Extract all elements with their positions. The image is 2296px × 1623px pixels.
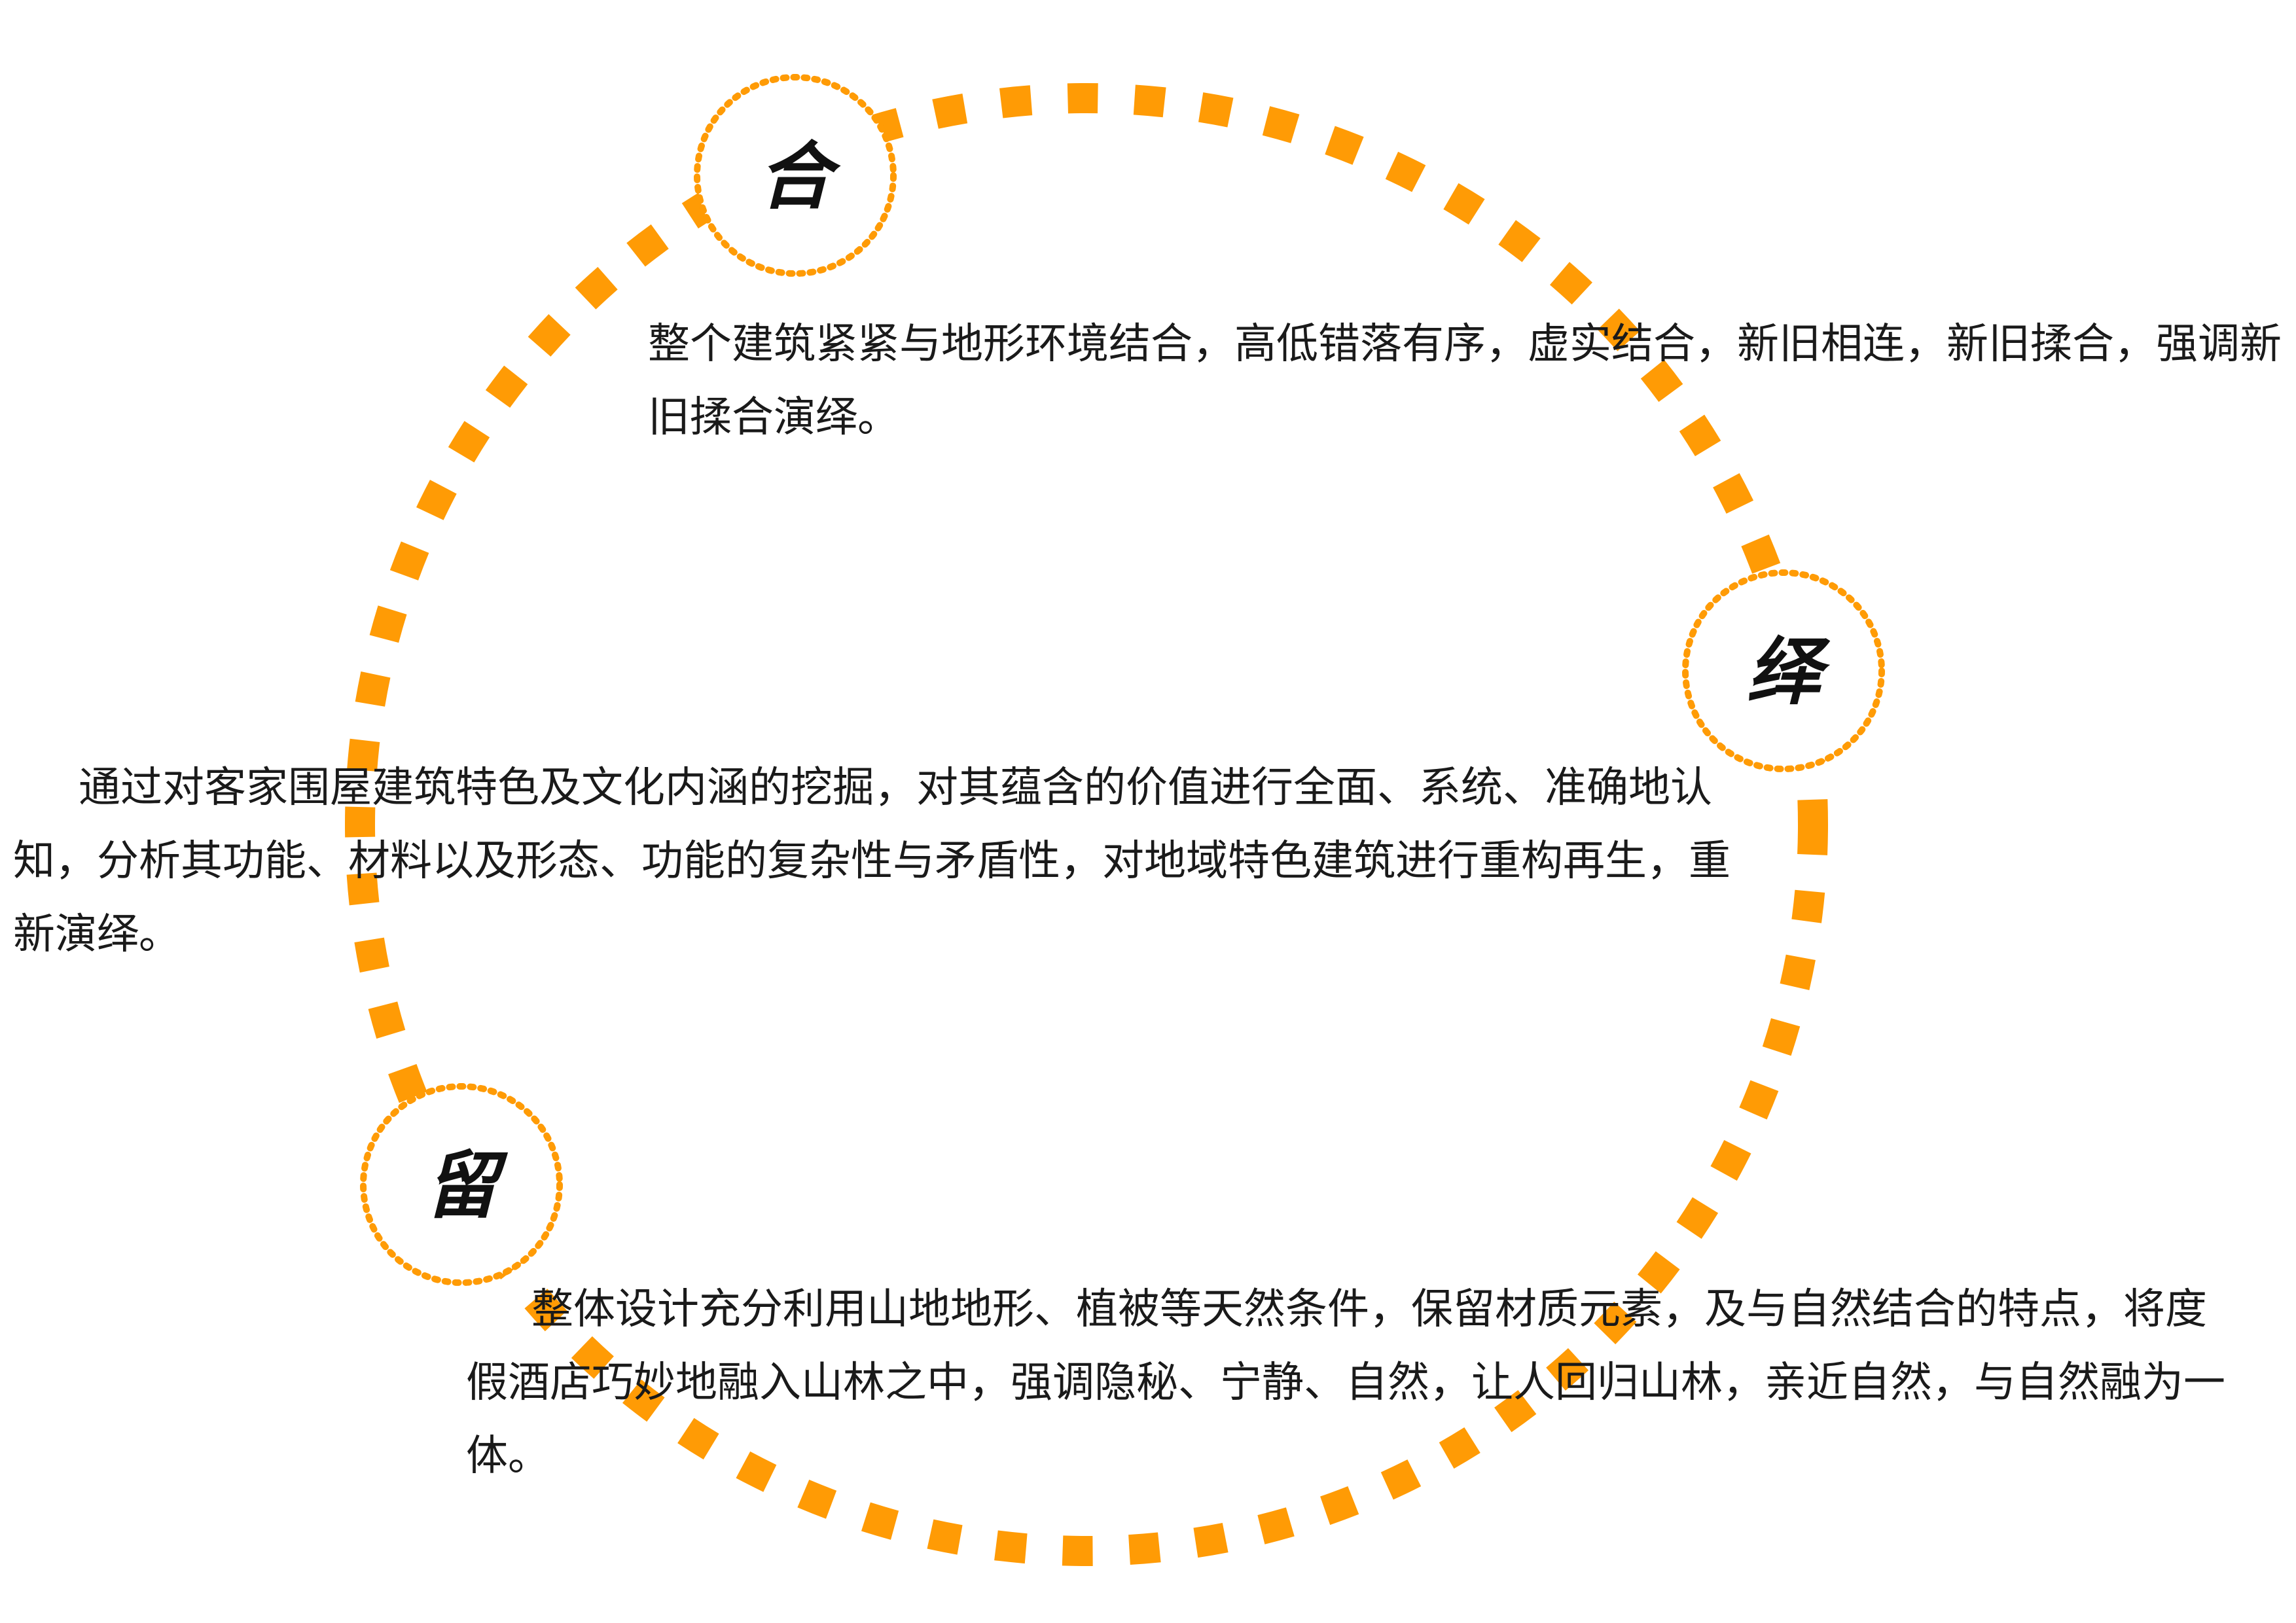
- node-he-char: 合: [759, 134, 841, 220]
- node-yi-dotted-circle: [1682, 569, 1885, 772]
- node-liu-dotted-circle: [360, 1083, 563, 1286]
- node-yi: 绎: [1682, 569, 1885, 772]
- paragraph-yi: 通过对客家围屋建筑特色及文化内涵的挖掘，对其蕴含的价值进行全面、系统、准确地认知…: [13, 764, 1731, 959]
- node-he: 合: [694, 74, 897, 277]
- paragraph-he: 整个建筑紧紧与地形环境结合，高低错落有序，虚实结合，新旧相连，新旧揉合，强调新旧…: [648, 320, 2282, 442]
- paragraph-liu: 整体设计充分利用山地地形、植被等天然条件，保留材质元素，及与自然结合的特点，将度…: [466, 1285, 2225, 1480]
- node-yi-char: 绎: [1747, 630, 1831, 715]
- node-liu-char: 留: [425, 1143, 509, 1229]
- node-he-dotted-circle: [694, 74, 897, 277]
- main-dashed-ring: [345, 83, 1828, 1566]
- node-liu: 留: [360, 1083, 563, 1286]
